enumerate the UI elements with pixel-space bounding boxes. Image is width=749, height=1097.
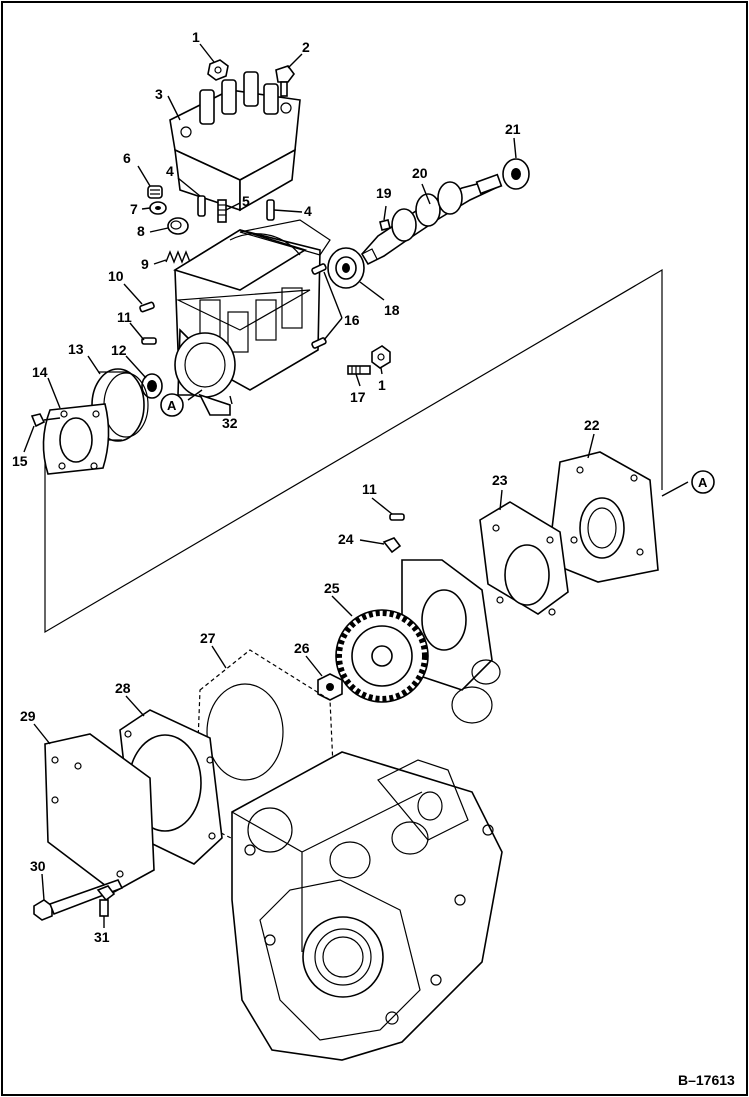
bolt-24 xyxy=(382,537,402,554)
ref-marker-a-left: A xyxy=(160,393,184,417)
screw-15 xyxy=(30,413,61,428)
camshaft-20 xyxy=(361,173,503,266)
callout-3: 3 xyxy=(155,86,163,102)
callout-24: 24 xyxy=(338,531,354,547)
callout-17: 17 xyxy=(350,389,366,405)
callout-22: 22 xyxy=(584,417,600,433)
svg-text:A: A xyxy=(167,398,177,413)
callout-11-lower: 11 xyxy=(362,481,377,497)
callout-12: 12 xyxy=(111,342,127,358)
callout-9: 9 xyxy=(141,256,149,272)
pin-left xyxy=(197,195,206,217)
callout-19: 19 xyxy=(376,185,392,201)
nut-lower xyxy=(371,345,391,369)
callout-32: 32 xyxy=(222,415,238,431)
stud-17 xyxy=(347,365,371,375)
callout-25: 25 xyxy=(324,580,340,596)
bearing-18 xyxy=(327,247,365,289)
callout-23: 23 xyxy=(492,472,508,488)
gear-case-housing xyxy=(231,751,503,1061)
callout-28: 28 xyxy=(115,680,131,696)
gasket-23 xyxy=(479,501,569,616)
callout-27: 27 xyxy=(200,630,216,646)
pump-body xyxy=(173,219,331,416)
callout-8: 8 xyxy=(137,223,145,239)
pin-11-lower xyxy=(389,513,405,521)
pin-right xyxy=(266,199,275,221)
nut-top xyxy=(207,59,229,81)
stud xyxy=(217,199,227,223)
dowel-16b xyxy=(311,337,327,349)
callout-21: 21 xyxy=(505,121,521,137)
cover-plate-29 xyxy=(44,733,155,893)
callout-11-upper: 11 xyxy=(117,309,132,325)
pump-head xyxy=(169,71,301,212)
dowel-16a xyxy=(311,263,327,275)
cover-plate-22 xyxy=(547,451,659,583)
flange-plate-14 xyxy=(42,403,110,475)
spring-9 xyxy=(165,250,191,264)
oil-seal-12 xyxy=(141,373,163,399)
callout-1-top: 1 xyxy=(192,29,200,45)
callout-31: 31 xyxy=(94,929,110,945)
callout-15: 15 xyxy=(12,453,28,469)
pin-11-upper xyxy=(141,337,157,345)
callout-13: 13 xyxy=(68,341,84,357)
callout-29: 29 xyxy=(20,708,36,724)
gear-25 xyxy=(335,609,429,703)
leader-lines xyxy=(23,43,689,928)
callout-5: 5 xyxy=(242,193,250,209)
callout-10: 10 xyxy=(108,268,124,284)
callout-4-right: 4 xyxy=(304,203,312,219)
key-19 xyxy=(379,219,391,231)
callout-30: 30 xyxy=(30,858,46,874)
callout-2: 2 xyxy=(302,39,310,55)
plug-6 xyxy=(147,185,163,199)
figure-code: B–17613 xyxy=(678,1072,735,1088)
bearing-21 xyxy=(502,158,530,190)
callout-16: 16 xyxy=(344,312,360,328)
callout-26: 26 xyxy=(294,640,310,656)
ref-marker-a-right: A xyxy=(691,470,715,494)
callout-1-lower: 1 xyxy=(378,377,386,393)
assembly-boundary-line xyxy=(44,268,663,634)
callout-4-left: 4 xyxy=(166,163,174,179)
callout-7: 7 xyxy=(130,201,138,217)
cap-8 xyxy=(167,217,189,235)
callout-18: 18 xyxy=(384,302,400,318)
washer-7 xyxy=(149,201,167,215)
nut-26 xyxy=(317,673,343,701)
bolt-top xyxy=(275,65,295,97)
callout-20: 20 xyxy=(412,165,428,181)
pin-10 xyxy=(139,301,155,313)
callout-14: 14 xyxy=(32,364,48,380)
bolt-31 xyxy=(96,885,116,917)
svg-text:A: A xyxy=(698,475,708,490)
callout-6: 6 xyxy=(123,150,131,166)
